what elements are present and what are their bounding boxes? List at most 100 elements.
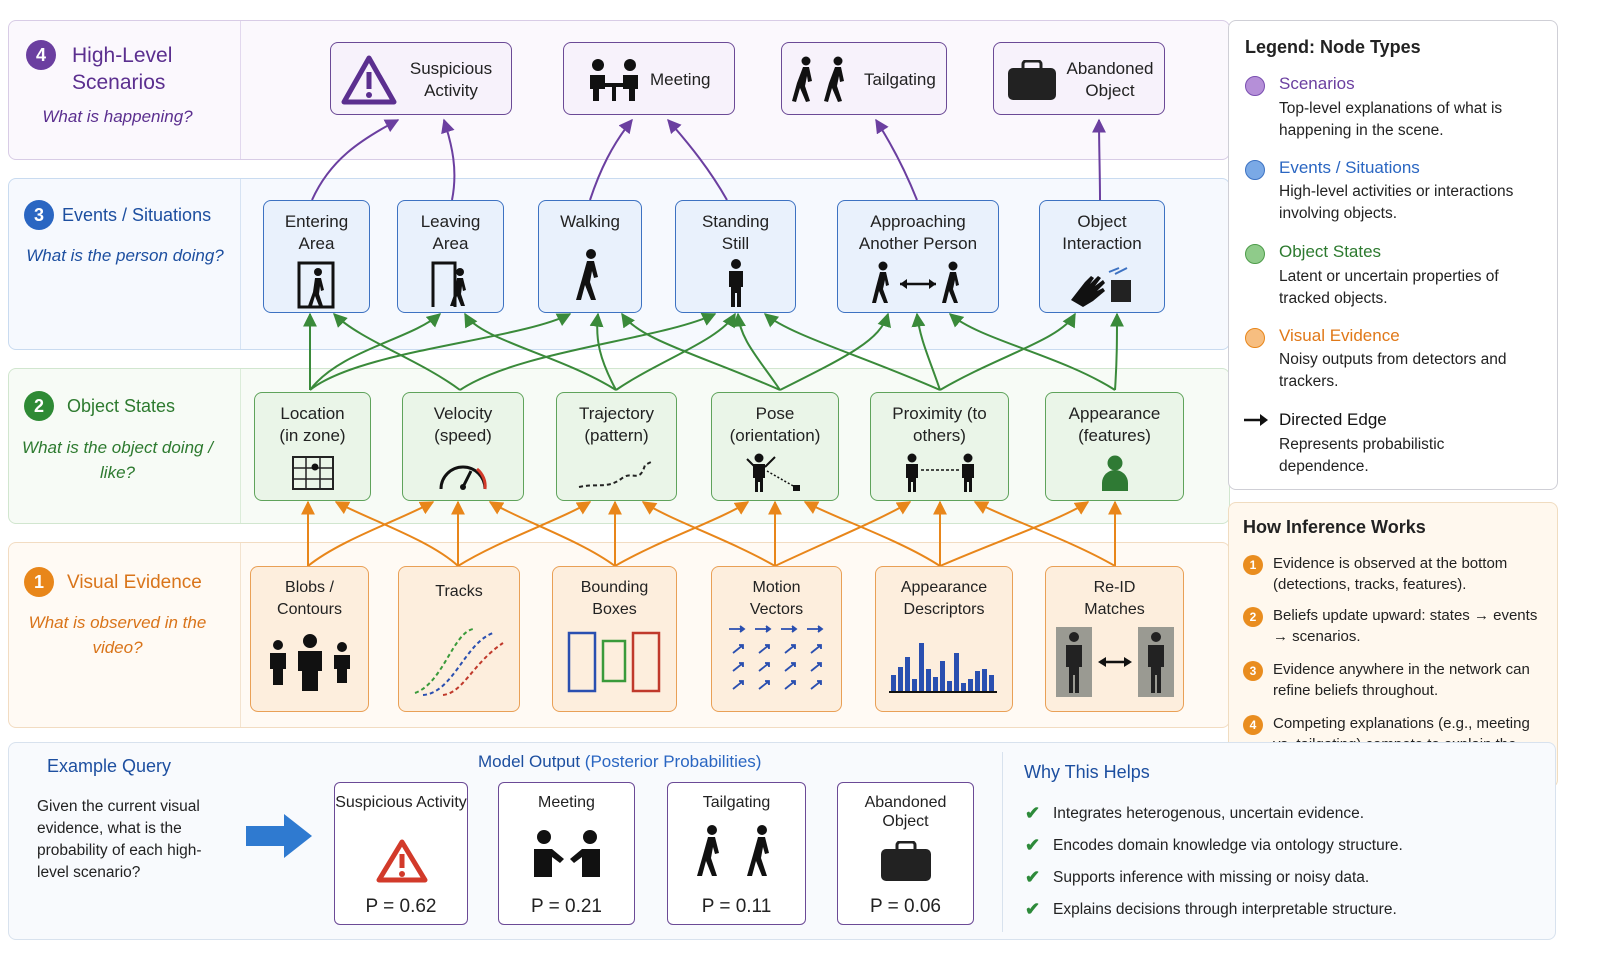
events-dot <box>1245 160 1265 180</box>
motion-vectors-icon <box>728 625 823 690</box>
step-number: 4 <box>1243 715 1263 735</box>
output-card-suspicious: Suspicious Activity P = 0.62 <box>334 782 468 925</box>
evidence-label: Re-ID Matches <box>1084 579 1145 618</box>
checkmark-icon: ✔ <box>1025 803 1041 823</box>
output-title: Model Output <box>478 752 581 771</box>
evidence-motion-vectors[interactable]: Motion Vectors <box>711 566 842 712</box>
evidence-tracks[interactable]: Tracks <box>398 566 520 712</box>
arrow-icon <box>1244 414 1268 426</box>
state-proximity[interactable]: Proximity (to others) <box>870 392 1009 501</box>
state-label: Location (in zone) <box>279 404 346 445</box>
level-2-title: Object States <box>67 396 176 416</box>
how-title: How Inference Works <box>1243 517 1426 537</box>
event-standing-still[interactable]: Standing Still <box>675 200 796 313</box>
event-entering-area[interactable]: Entering Area <box>263 200 370 313</box>
why-text: Explains decisions through interpretable… <box>1053 901 1397 918</box>
output-card-tailgating: Tailgating P = 0.11 <box>667 782 806 925</box>
checkmark-icon: ✔ <box>1025 835 1041 855</box>
grid-zone-icon <box>291 456 334 490</box>
legend-panel: Legend: Node Types Scenarios Top-level e… <box>1228 20 1558 490</box>
state-label: Pose (orientation) <box>729 404 821 445</box>
output-card-label: Suspicious Activity <box>335 794 467 811</box>
output-subtitle: (Posterior Probabilities) <box>584 752 762 771</box>
output-card-meeting: Meeting P = 0.21 <box>498 782 635 925</box>
walking-people-icon <box>697 825 769 876</box>
path-icon <box>578 460 653 488</box>
output-card-label: Meeting <box>538 794 595 811</box>
legend-item-title: Events / Situations <box>1279 158 1420 177</box>
event-approaching-another-person[interactable]: Approaching Another Person <box>837 200 999 313</box>
legend-item-title: Directed Edge <box>1279 410 1387 429</box>
evidence-label: Tracks <box>435 583 483 600</box>
state-appearance[interactable]: Appearance (features) <box>1045 392 1184 501</box>
event-label: Leaving Area <box>420 212 481 253</box>
level-1-title: Visual Evidence <box>67 572 202 593</box>
level-4-title: High-Level Scenarios <box>72 44 173 94</box>
hand-object-icon <box>1071 267 1131 307</box>
why-title: Why This Helps <box>1024 762 1150 782</box>
evidence-label: Blobs / Contours <box>277 579 342 618</box>
why-text: Supports inference with missing or noisy… <box>1053 869 1370 886</box>
why-item: ✔Supports inference with missing or nois… <box>1025 867 1370 887</box>
state-label: Velocity (speed) <box>433 404 493 445</box>
event-object-interaction[interactable]: Object Interaction <box>1039 200 1165 313</box>
output-card-label: Tailgating <box>702 794 771 811</box>
briefcase-icon <box>881 841 931 881</box>
edge-object-abandoned <box>1092 118 1107 201</box>
why-item: ✔ Integrates heterogenous, uncertain evid… <box>1025 803 1365 823</box>
evidence-bounding-boxes[interactable]: Bounding Boxes <box>552 566 677 712</box>
scenarios-dot <box>1245 76 1265 96</box>
scenario-abandoned-object[interactable]: Abandoned Object <box>993 42 1165 115</box>
event-label: Walking <box>560 212 620 231</box>
evidence-reid-matches[interactable]: Re-ID Matches <box>1045 566 1184 712</box>
histogram-icon <box>889 643 997 693</box>
level-1-badge: 1 <box>24 567 54 597</box>
arrow-right-icon <box>246 814 312 858</box>
boxes-icon <box>567 631 660 693</box>
state-pose[interactable]: Pose (orientation) <box>711 392 839 501</box>
evidence-appearance-descriptors[interactable]: Appearance Descriptors <box>875 566 1013 712</box>
state-velocity[interactable]: Velocity (speed) <box>402 392 524 501</box>
person-silhouette-icon <box>1101 455 1128 491</box>
event-label: Entering Area <box>284 212 349 253</box>
scenario-meeting[interactable]: Meeting <box>563 42 735 115</box>
edge-approaching-tailgating <box>875 118 918 201</box>
warning-icon <box>341 55 397 105</box>
output-card-label: Abandoned Object <box>864 794 947 830</box>
event-leaving-area[interactable]: Leaving Area <box>397 200 504 313</box>
state-location[interactable]: Location (in zone) <box>254 392 371 501</box>
warning-icon <box>376 839 428 883</box>
level-3-question: What is the person doing? <box>26 246 224 265</box>
state-label: Appearance (features) <box>1068 404 1161 445</box>
edge-entering-suspicious <box>311 119 400 201</box>
approaching-icon <box>872 261 959 303</box>
scenario-tailgating[interactable]: Tailgating <box>781 42 947 115</box>
level-3-title: Events / Situations <box>62 205 212 225</box>
reid-photos-icon <box>1055 627 1174 697</box>
handshake-icon <box>534 830 600 877</box>
example-title: Example Query <box>47 756 172 776</box>
probability-value: P = 0.11 <box>701 896 772 917</box>
evidence-label: Appearance Descriptors <box>900 579 988 618</box>
event-walking[interactable]: Walking <box>538 200 642 313</box>
why-item: ✔Encodes domain knowledge via ontology s… <box>1025 835 1403 855</box>
step-number: 2 <box>1243 607 1263 627</box>
state-label: Trajectory (pattern) <box>579 404 654 445</box>
why-text: Integrates heterogenous, uncertain evide… <box>1053 805 1365 822</box>
walking-person-icon <box>576 249 598 300</box>
evidence-blobs[interactable]: Blobs / Contours <box>250 566 369 712</box>
evidence-dot <box>1245 328 1265 348</box>
probability-value: P = 0.06 <box>870 896 941 917</box>
scenario-label: Abandoned Object <box>1066 59 1154 100</box>
state-trajectory[interactable]: Trajectory (pattern) <box>556 392 677 501</box>
checkmark-icon: ✔ <box>1025 899 1041 919</box>
level-2-question: What is the object doing / like? <box>22 438 213 482</box>
scenario-suspicious-activity[interactable]: Suspicious Activity <box>330 42 512 115</box>
briefcase-icon <box>1008 60 1056 100</box>
legend-item-desc: Represents probabilistic dependence. <box>1279 436 1445 475</box>
how-text: Evidence anywhere in the network can ref… <box>1273 661 1530 699</box>
proximity-icon <box>905 453 974 492</box>
probability-value: P = 0.62 <box>365 896 437 917</box>
standing-person-icon <box>728 259 743 307</box>
